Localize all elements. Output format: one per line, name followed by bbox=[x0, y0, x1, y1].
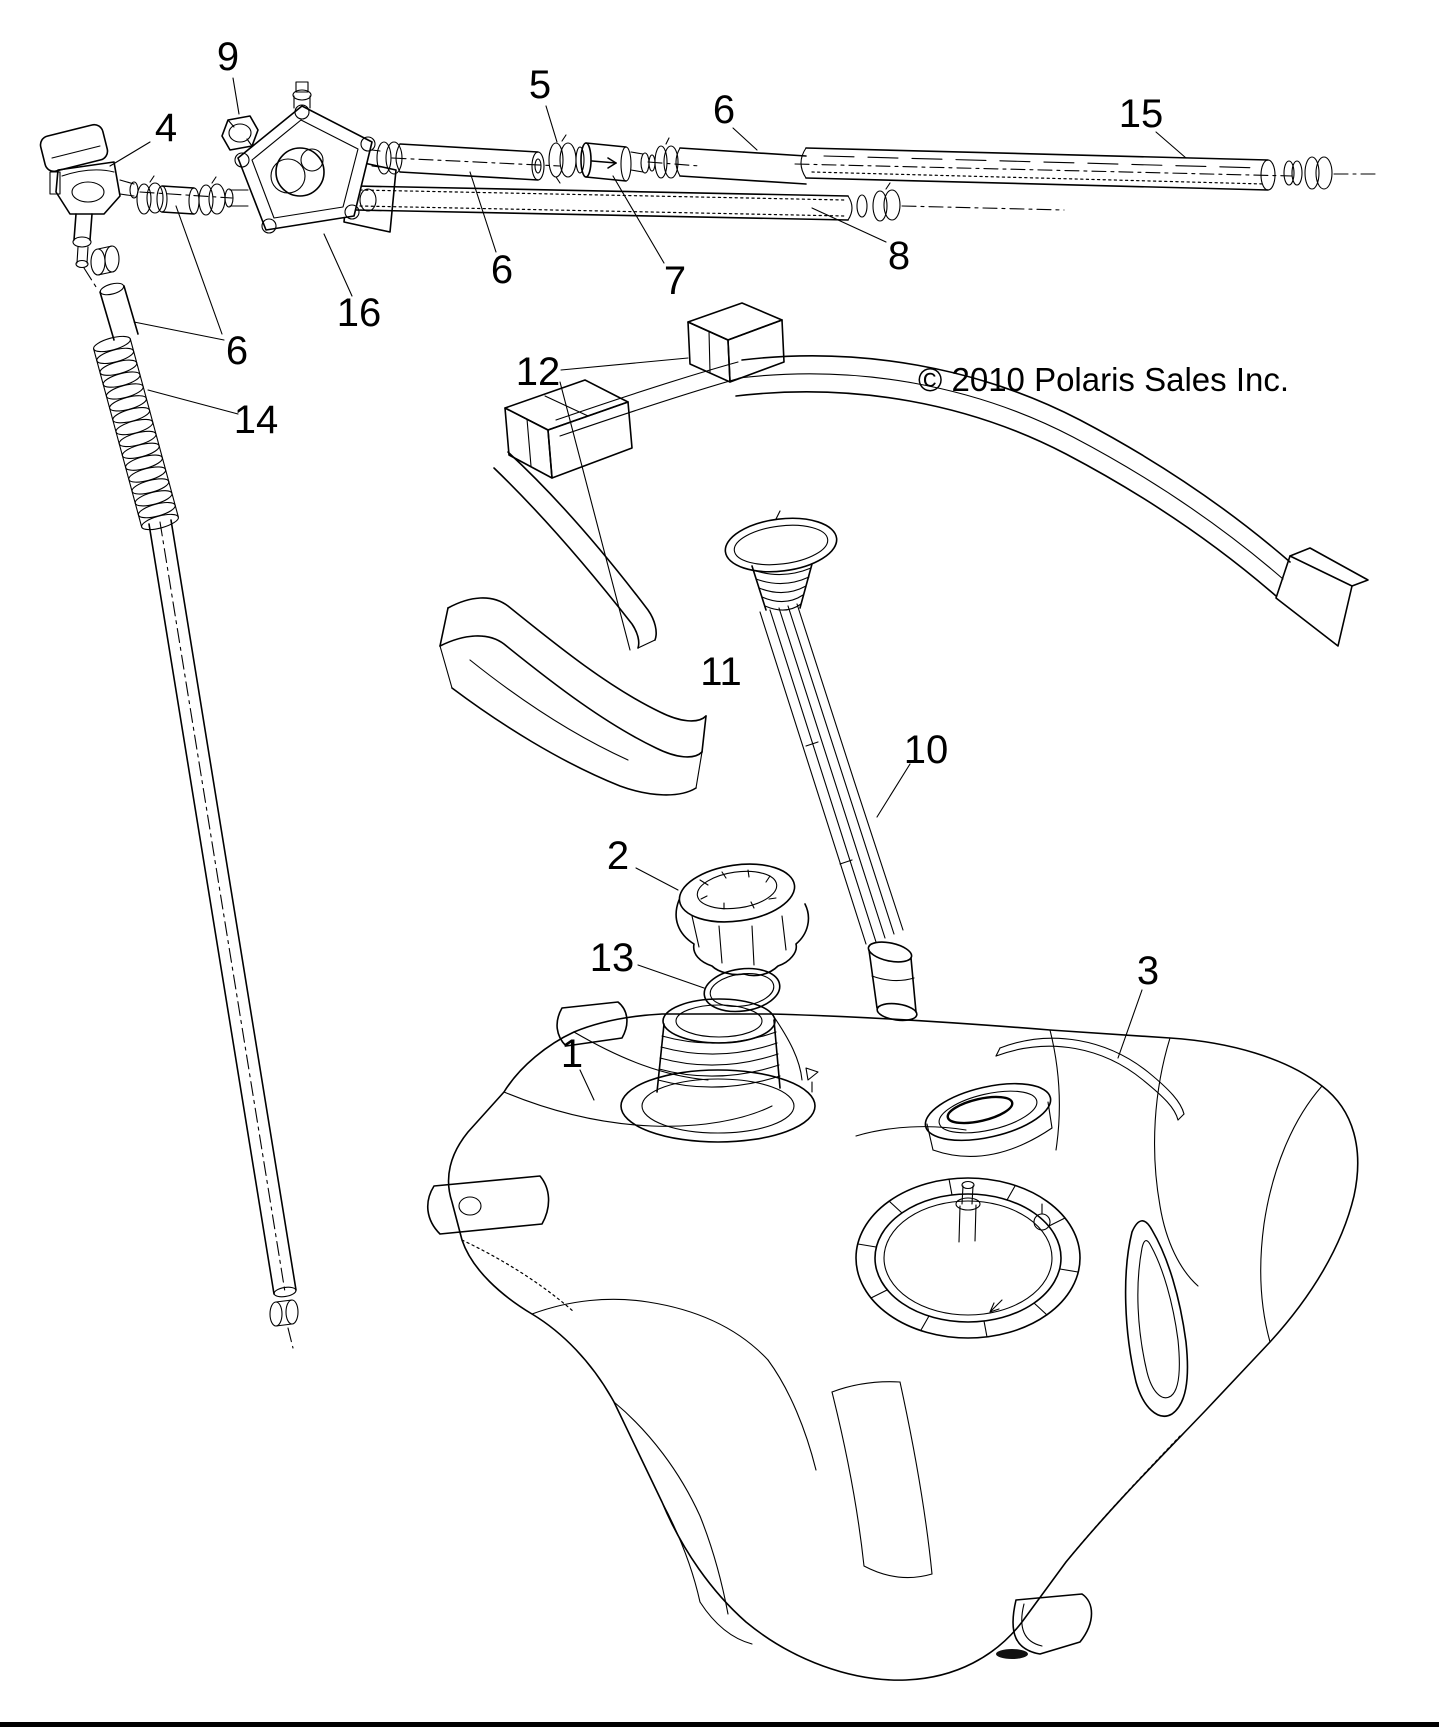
filler-neck bbox=[656, 998, 781, 1093]
check-valve bbox=[575, 137, 679, 182]
hose-clamp bbox=[90, 245, 120, 276]
callout-7: 7 bbox=[663, 259, 687, 303]
foam-spacer-set bbox=[493, 302, 1369, 649]
gauge-boot bbox=[867, 941, 918, 1022]
callout-10: 10 bbox=[903, 728, 949, 772]
page-footer-rule bbox=[0, 1722, 1439, 1727]
callout-11: 11 bbox=[700, 650, 742, 694]
vent-hose-corrugation bbox=[93, 335, 179, 531]
callout-12: 12 bbox=[515, 350, 561, 394]
callout-3: 3 bbox=[1136, 949, 1160, 993]
fuel-line-left bbox=[136, 175, 233, 216]
callout-5: 5 bbox=[528, 63, 552, 107]
vent-hose bbox=[90, 245, 299, 1349]
callout-16: 16 bbox=[336, 291, 382, 335]
fuel-cap bbox=[675, 863, 810, 977]
hose-clamp bbox=[872, 182, 901, 222]
fuel-valve bbox=[39, 123, 139, 291]
callout-6: 6 bbox=[712, 88, 736, 132]
pump-plate-ring bbox=[855, 1177, 1081, 1339]
callout-leader-lines bbox=[109, 77, 1187, 1101]
callout-4: 4 bbox=[154, 106, 178, 150]
callout-15: 15 bbox=[1118, 92, 1164, 136]
tank-right-opening bbox=[924, 1082, 1053, 1157]
callout-8: 8 bbox=[887, 234, 911, 278]
foam-arm-right bbox=[735, 355, 1369, 647]
foam-pad-large bbox=[439, 597, 707, 796]
fuel-gauge bbox=[724, 510, 918, 1022]
fuel-line-lower bbox=[261, 182, 1065, 222]
hose-end-clamp bbox=[269, 1299, 299, 1349]
hose-clamp bbox=[1304, 156, 1333, 190]
hose-clamp-5 bbox=[548, 134, 577, 184]
copyright-notice: © 2010 Polaris Sales Inc. bbox=[918, 361, 1290, 398]
foam-block-b bbox=[504, 379, 633, 479]
nut bbox=[221, 115, 259, 151]
callout-2: 2 bbox=[606, 834, 630, 878]
fuel-hose-6b bbox=[647, 147, 807, 185]
fuel-tube-15 bbox=[794, 147, 1379, 191]
callout-13: 13 bbox=[589, 936, 635, 980]
callout-1: 1 bbox=[560, 1032, 584, 1076]
hose-clamp bbox=[654, 137, 679, 179]
fuel-pump bbox=[224, 81, 397, 234]
callout-9: 9 bbox=[216, 35, 240, 79]
fuel-tank bbox=[427, 998, 1359, 1681]
callout-6: 6 bbox=[225, 329, 249, 373]
hose-clamp bbox=[136, 175, 164, 215]
vent-line bbox=[995, 1037, 1185, 1121]
foam-block-a bbox=[687, 302, 785, 383]
callout-6: 6 bbox=[490, 248, 514, 292]
callout-14: 14 bbox=[233, 398, 279, 442]
fuel-hose-6a bbox=[376, 141, 561, 181]
o-ring bbox=[703, 967, 781, 1013]
